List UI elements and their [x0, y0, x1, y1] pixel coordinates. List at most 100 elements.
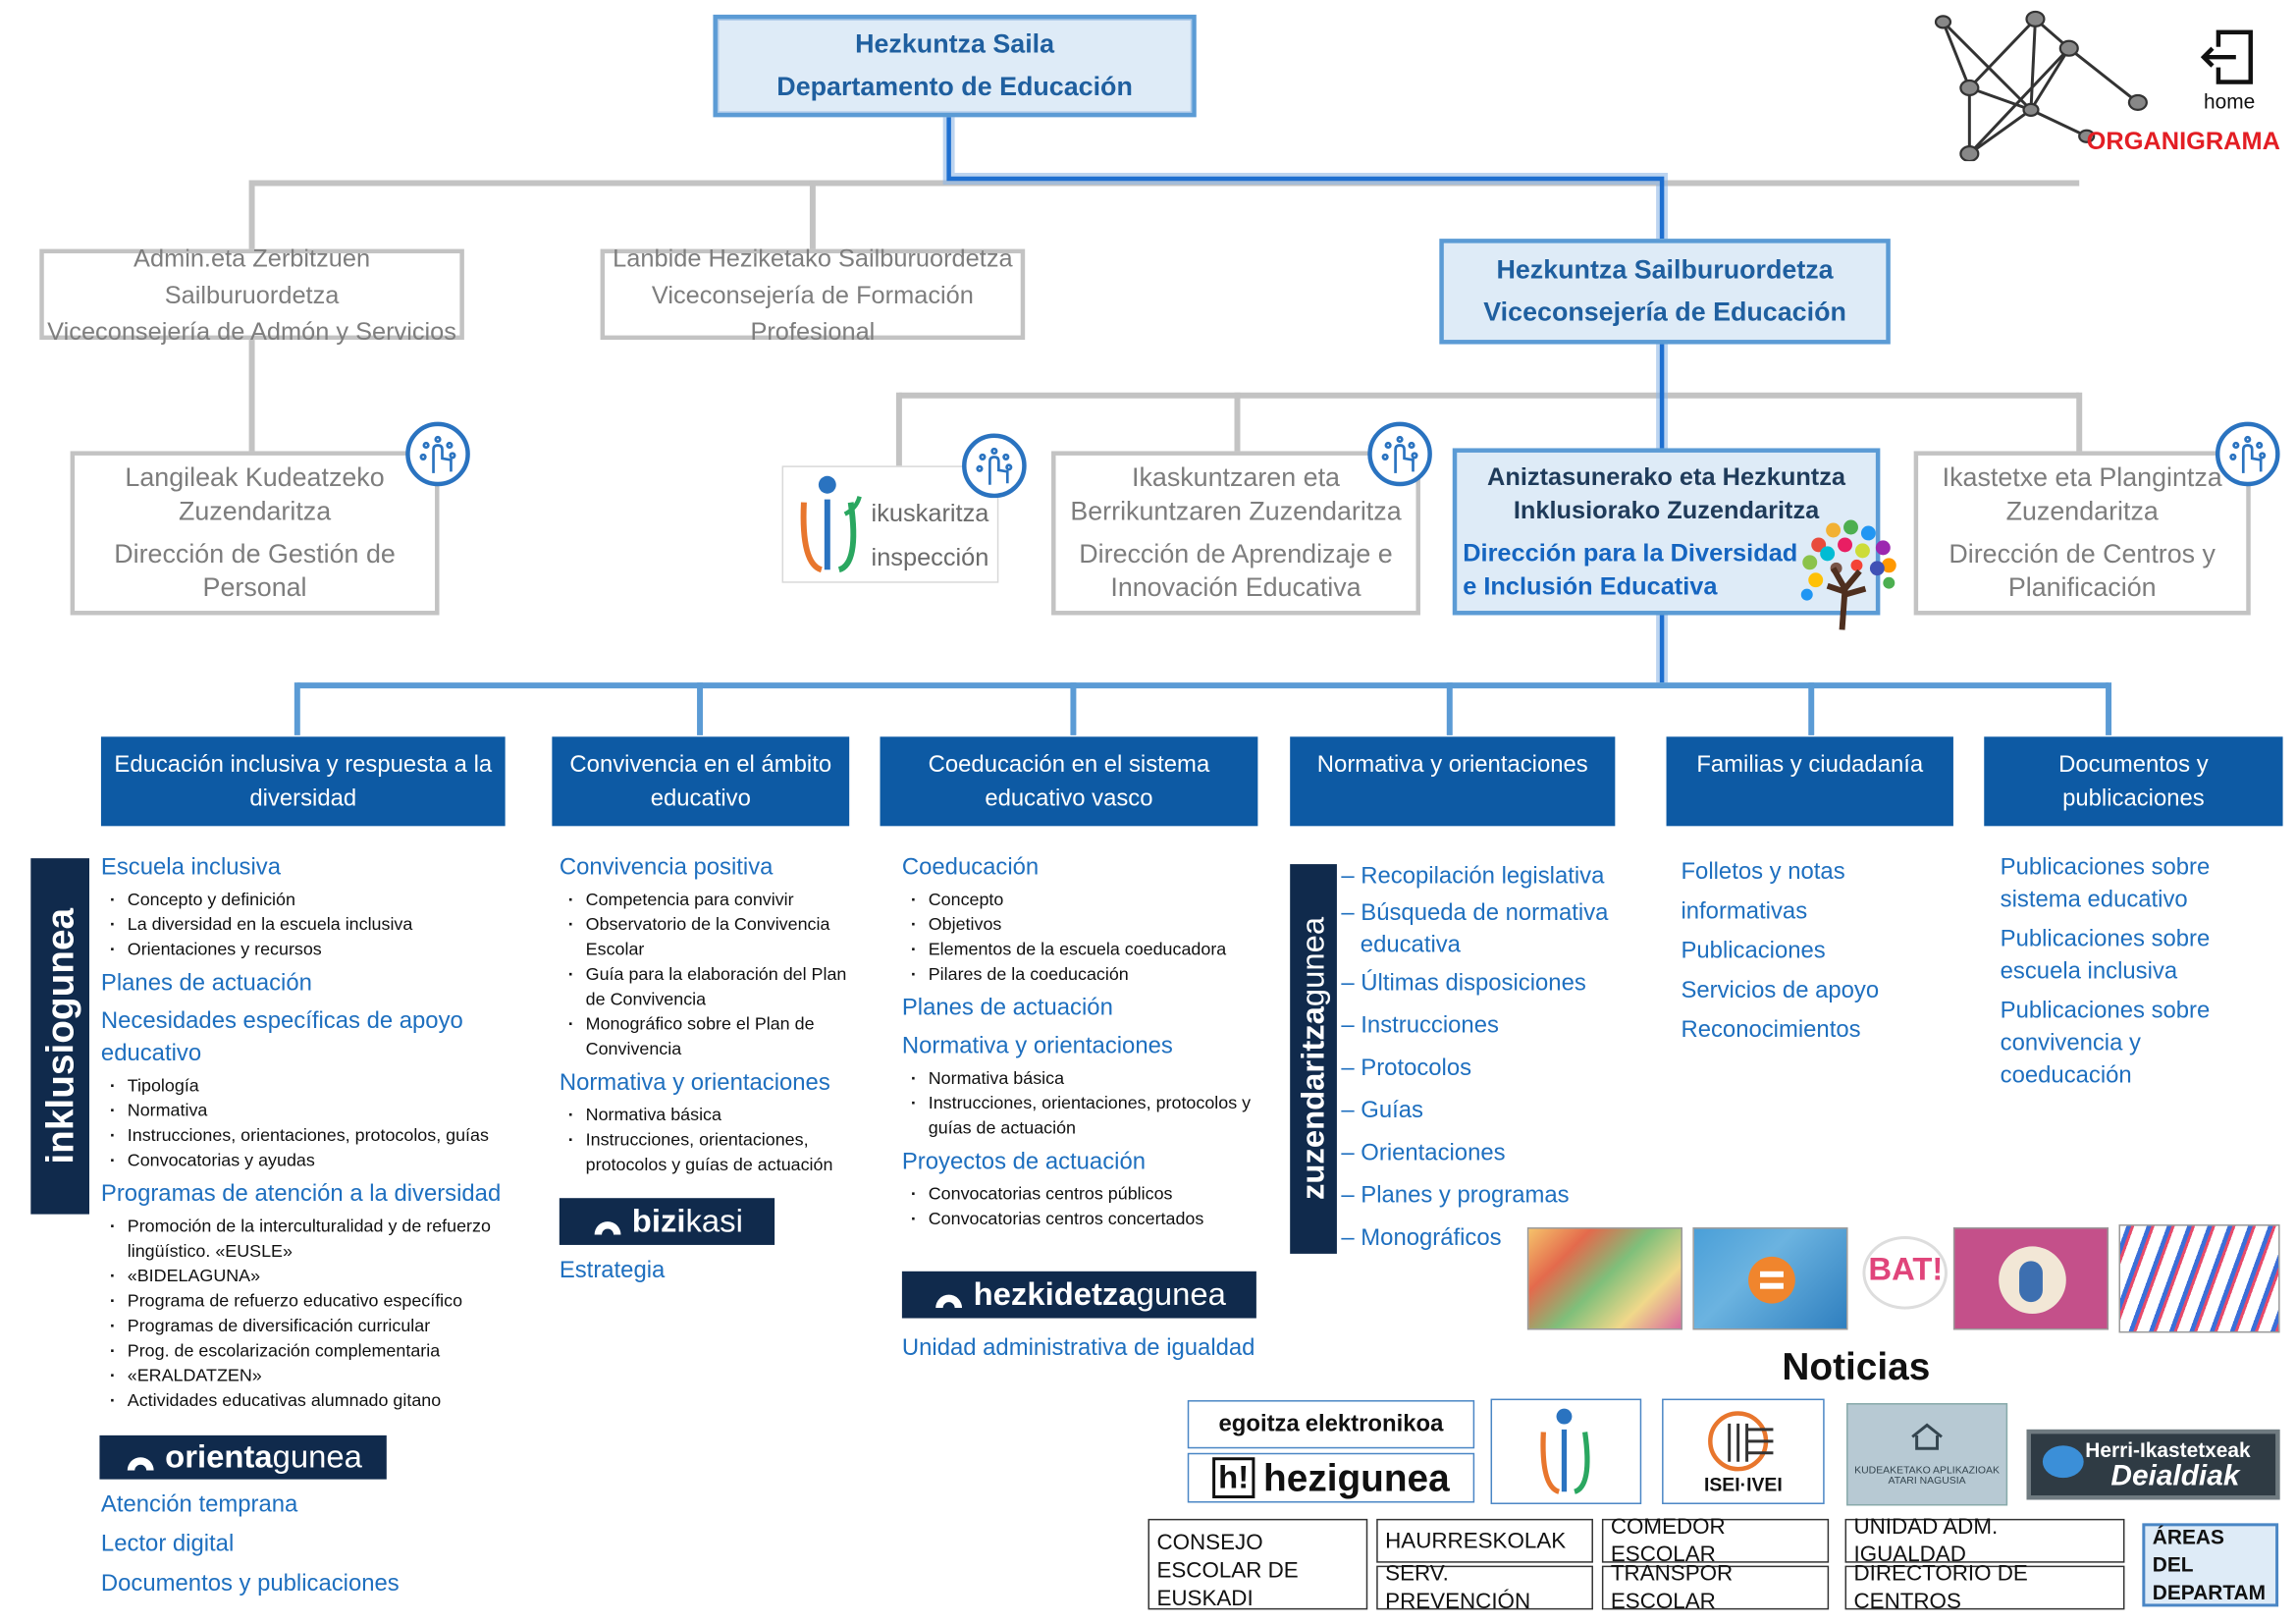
link-servicios-apoyo[interactable]: Servicios de apoyo [1681, 978, 1880, 1003]
list-item[interactable]: Normativa [101, 1099, 526, 1123]
dir-personal-box[interactable]: Langileak Kudeatzeko Zuzendaritza Direcc… [70, 451, 440, 616]
link-directorio-centros[interactable]: DIRECTORIO DE CENTROS [1844, 1561, 2125, 1614]
link-busqueda[interactable]: – Búsqueda de normativa educativa [1341, 900, 1609, 958]
list-item[interactable]: Instrucciones, orientaciones, protocolos… [560, 1128, 860, 1178]
list-item[interactable]: Convocatorias centros concertados [902, 1207, 1265, 1231]
header-convivencia[interactable]: Convivencia en el ámbito educativo [552, 736, 850, 827]
link-folletos[interactable]: Folletos y notas informativas [1681, 859, 1845, 925]
link-instrucciones[interactable]: – Instrucciones [1341, 1013, 1499, 1039]
link-serv-prevencion[interactable]: SERV. PREVENCIÓN [1376, 1561, 1593, 1614]
link-monograficos[interactable]: – Monográficos [1341, 1225, 1502, 1251]
link-pub-convivencia[interactable]: Publicaciones sobre convivencia y coeduc… [2000, 999, 2211, 1089]
news-thumbnail[interactable] [1526, 1227, 1682, 1330]
link-orientaciones[interactable]: – Orientaciones [1341, 1141, 1506, 1166]
list-item[interactable]: Prog. de escolarización complementaria [101, 1338, 526, 1363]
link-escuela-inclusiva[interactable]: Escuela inclusiva [100, 855, 282, 881]
touch-icon[interactable] [405, 421, 470, 487]
link-consejo-escolar[interactable]: CONSEJO ESCOLAR DE EUSKADI [1148, 1518, 1368, 1611]
vice-edu-box[interactable]: Hezkuntza Sailburuordetza Viceconsejería… [1439, 239, 1891, 345]
touch-icon[interactable] [2215, 421, 2280, 487]
link-programas[interactable]: Programas de atención a la diversidad [100, 1181, 502, 1208]
list-item[interactable]: Programa de refuerzo educativo específic… [101, 1289, 526, 1314]
list-item[interactable]: Convocatorias y ayudas [101, 1148, 526, 1172]
header-normativa[interactable]: Normativa y orientaciones [1290, 736, 1616, 827]
dept-box[interactable]: Hezkuntza Saila Departamento de Educació… [713, 14, 1197, 118]
header-documentos[interactable]: Documentos y publicaciones [1984, 736, 2283, 827]
list-item[interactable]: Elementos de la escuela coeducadora [902, 938, 1265, 962]
link-necesidades[interactable]: Necesidades específicas de apoyo educati… [100, 1008, 463, 1066]
link-protocolos[interactable]: – Protocolos [1341, 1056, 1472, 1081]
link-publicaciones[interactable]: Publicaciones [1681, 939, 1826, 964]
list-item[interactable]: Concepto [902, 888, 1265, 912]
list-item[interactable]: Actividades educativas alumnado gitano [101, 1388, 526, 1413]
link-normativa-convivencia[interactable]: Normativa y orientaciones [559, 1070, 830, 1096]
link-comedor-escolar[interactable]: COMEDOR ESCOLAR [1601, 1514, 1830, 1567]
list-item[interactable]: «ERALDATZEN» [101, 1364, 526, 1388]
link-proyectos[interactable]: Proyectos de actuación [901, 1149, 1146, 1175]
link-coeducacion[interactable]: Coeducación [901, 855, 1040, 881]
news-thumbnail[interactable] [2118, 1224, 2280, 1333]
header-coeducacion[interactable]: Coeducación en el sistema educativo vasc… [880, 736, 1258, 827]
list-item[interactable]: Competencia para convivir [560, 888, 860, 912]
bat-news-logo[interactable]: BAT! [1859, 1227, 1948, 1329]
news-thumbnail[interactable] [1952, 1227, 2109, 1330]
list-item[interactable]: Objetivos [902, 912, 1265, 937]
home-button[interactable]: home [2189, 27, 2269, 122]
inspeccion-logo-link[interactable] [1490, 1398, 1642, 1504]
news-title[interactable]: Noticias [1782, 1344, 1931, 1389]
header-educacion-inclusiva[interactable]: Educación inclusiva y respuesta a la div… [100, 736, 506, 827]
link-haurreskolak[interactable]: HAURRESKOLAK [1376, 1518, 1593, 1563]
herri-ikastetxeak-logo[interactable]: Herri-Ikastetxeak Deialdiak [2026, 1429, 2280, 1500]
zuzendaritzagunea-logo[interactable]: zuzendaritzagunea [1290, 864, 1337, 1254]
touch-icon[interactable] [962, 433, 1027, 499]
vice-fp-box[interactable]: Lanbide Heziketako Sailburuordetza Vicec… [600, 244, 1026, 345]
link-planes-programas[interactable]: – Planes y programas [1341, 1183, 1570, 1209]
list-item[interactable]: Orientaciones y recursos [101, 938, 526, 962]
dir-diversidad-box[interactable]: Aniztasunerako eta Hezkuntza Inklusiorak… [1452, 448, 1881, 616]
touch-icon[interactable] [1367, 421, 1432, 487]
list-item[interactable]: Normativa básica [902, 1066, 1265, 1091]
link-lector-digital[interactable]: Lector digital [100, 1532, 235, 1557]
link-pub-sistema[interactable]: Publicaciones sobre sistema educativo [2000, 855, 2211, 913]
list-item[interactable]: Concepto y definición [101, 888, 526, 912]
hezigunea-logo[interactable]: h! hezigunea [1187, 1452, 1475, 1503]
link-planes-coed[interactable]: Planes de actuación [901, 996, 1113, 1021]
list-item[interactable]: Observatorio de la Convivencia Escolar [560, 912, 860, 962]
list-item[interactable]: Instrucciones, orientaciones, protocolos… [101, 1123, 526, 1148]
link-unidad-igualdad[interactable]: Unidad administrativa de igualdad [901, 1335, 1255, 1361]
link-transporte-escolar[interactable]: TRANSPOR ESCOLAR [1601, 1561, 1830, 1614]
dir-aprendizaje-box[interactable]: Ikaskuntzaren eta Berrikuntzaren Zuzenda… [1051, 451, 1420, 616]
link-unidad-igualdad-bottom[interactable]: UNIDAD ADM. IGUALDAD [1844, 1514, 2125, 1567]
link-ultimas[interactable]: – Últimas disposiciones [1341, 970, 1586, 997]
link-documentos[interactable]: Documentos y publicaciones [100, 1571, 400, 1597]
list-item[interactable]: Normativa básica [560, 1103, 860, 1127]
inspeccion-box[interactable]: ikuskaritza inspección [781, 465, 999, 583]
list-item[interactable]: Convocatorias centros públicos [902, 1182, 1265, 1207]
list-item[interactable]: Tipología [101, 1073, 526, 1098]
list-item[interactable]: Guía para la elaboración del Plan de Con… [560, 962, 860, 1012]
list-item[interactable]: La diversidad en la escuela inclusiva [101, 912, 526, 937]
link-pub-escuela[interactable]: Publicaciones sobre escuela inclusiva [2000, 927, 2211, 985]
egoitza-elektronikoa-logo[interactable]: egoitza elektronikoa [1187, 1400, 1475, 1449]
link-atencion-temprana[interactable]: Atención temprana [100, 1492, 298, 1518]
news-thumbnail[interactable] [1692, 1227, 1848, 1330]
vice-admin-box[interactable]: Admin.eta Zerbitzuen Sailburuordetza Vic… [39, 244, 464, 345]
link-areas-departamento[interactable]: ÁREAS DEL DEPARTAM [2142, 1523, 2279, 1607]
link-planes-actuacion[interactable]: Planes de actuación [100, 970, 312, 997]
list-item[interactable]: Monográfico sobre el Plan de Convivencia [560, 1012, 860, 1062]
list-item[interactable]: Instrucciones, orientaciones, protocolos… [902, 1091, 1265, 1141]
link-reconocimientos[interactable]: Reconocimientos [1681, 1017, 1861, 1044]
list-item[interactable]: Promoción de la interculturalidad y de r… [101, 1215, 526, 1265]
link-convivencia-positiva[interactable]: Convivencia positiva [559, 855, 774, 881]
dir-centros-box[interactable]: Ikastetxe eta Plangintza Zuzendaritza Di… [1913, 451, 2251, 616]
isei-ivei-logo[interactable]: ISEI·IVEI [1662, 1398, 1825, 1504]
kudeaketako-logo[interactable]: KUDEAKETAKO APLIKAZIOAK ATARI NAGUSIA [1846, 1403, 2008, 1506]
list-item[interactable]: Programas de diversificación curricular [101, 1314, 526, 1338]
link-recopilacion[interactable]: – Recopilación legislativa [1341, 864, 1605, 890]
list-item[interactable]: Pilares de la coeducación [902, 962, 1265, 987]
link-normativa-coed[interactable]: Normativa y orientaciones [901, 1034, 1173, 1059]
list-item[interactable]: «BIDELAGUNA» [101, 1264, 526, 1288]
